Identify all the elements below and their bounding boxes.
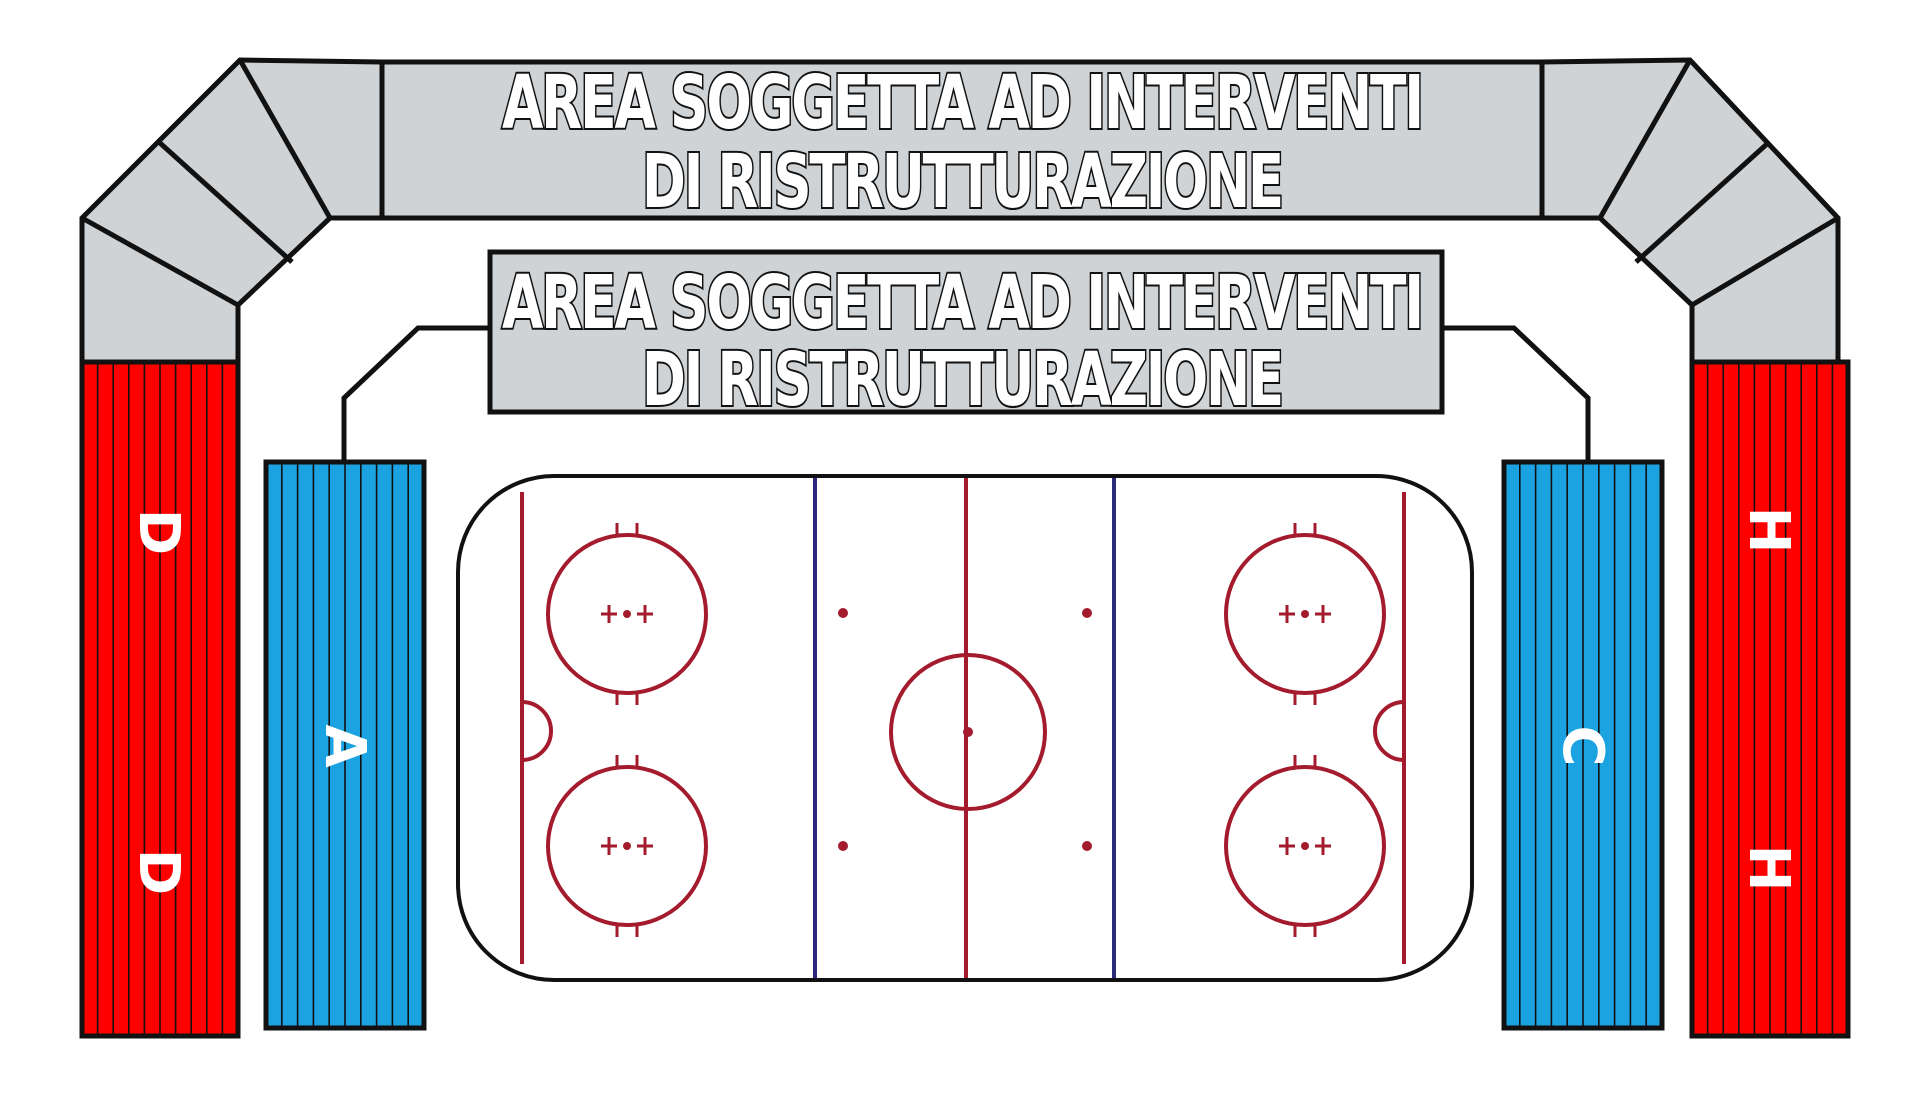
section-d-label-top: D [126,509,191,555]
inner-banner-text: AREA SOGGETTA AD INTERVENTI DI RISTRUTTU… [500,258,1427,425]
section-h[interactable]: H H [1689,359,1851,1039]
goal-crease-left [521,700,553,762]
section-a-label: A [312,724,377,768]
neutral-dot [1082,608,1092,618]
section-c-label: C [1550,725,1615,766]
faceoff-dot [623,610,631,618]
faceoff-circle [1224,533,1386,695]
section-d[interactable]: D D [79,359,241,1039]
faceoff-dot [1301,842,1309,850]
inner-renovation-area[interactable] [487,249,1445,415]
faceoff-circle [546,533,708,695]
faceoff-circle [546,765,708,927]
center-circle [889,653,1047,811]
inner-banner-line2: DI RISTRUTTURAZIONE [642,337,1282,423]
section-h-label-bottom: H [1736,845,1801,892]
neutral-dot [838,608,848,618]
center-faceoff-dot [963,727,973,737]
section-a[interactable]: A [263,459,427,1031]
outer-renovation-area[interactable] [79,57,1841,365]
section-d-label-bottom: D [126,849,191,895]
ice-rink [456,474,1474,982]
faceoff-dot [1301,610,1309,618]
outer-banner-line2: DI RISTRUTTURAZIONE [642,139,1282,225]
inner-banner-line1: AREA SOGGETTA AD INTERVENTI [502,260,1422,346]
outer-banner-text: AREA SOGGETTA AD INTERVENTI DI RISTRUTTU… [500,58,1427,227]
goal-crease-right [1373,700,1405,762]
faceoff-dot [623,842,631,850]
neutral-dot [1082,841,1092,851]
outer-banner-line1: AREA SOGGETTA AD INTERVENTI [502,60,1422,146]
inner-connector-lines [341,325,1591,462]
neutral-dot [838,841,848,851]
section-c[interactable]: C [1501,459,1665,1031]
faceoff-circle [1224,765,1386,927]
section-h-label-top: H [1736,507,1801,554]
